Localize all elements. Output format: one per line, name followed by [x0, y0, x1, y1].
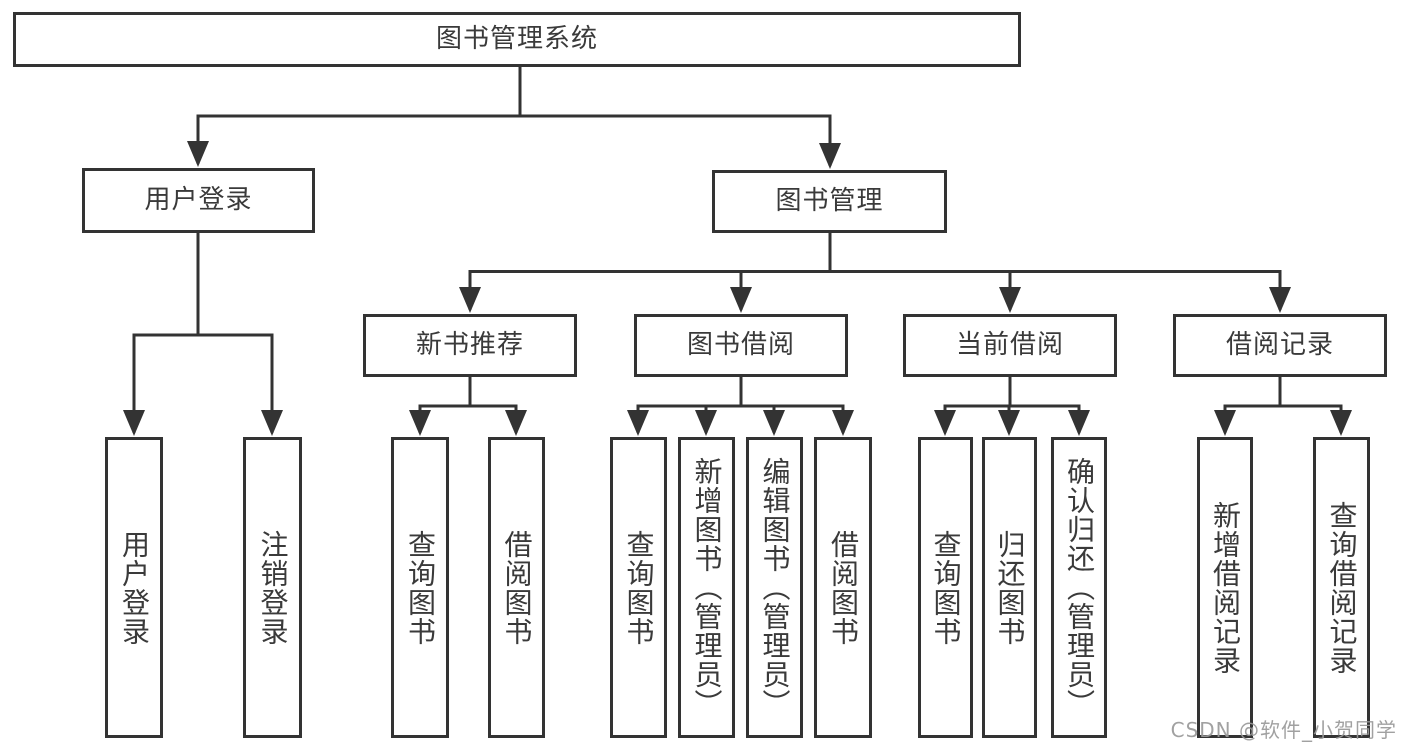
node-cb-confirm-return-admin: 确认归还（管理员） — [1051, 437, 1107, 738]
node-bb-add-book-admin: 新增图书（管理员） — [678, 437, 735, 738]
node-book-borrow: 图书借阅 — [634, 314, 848, 377]
node-bb-edit-book-admin: 编辑图书（管理员） — [746, 437, 803, 738]
csdn-watermark: CSDN @软件_小贺同学 — [1170, 718, 1397, 742]
node-user-login: 用户登录 — [82, 168, 315, 233]
node-borrow-record: 借阅记录 — [1173, 314, 1387, 377]
node-user-login-leaf: 用户登录 — [105, 437, 163, 738]
node-nb-borrow-book: 借阅图书 — [488, 437, 545, 738]
node-br-query-record: 查询借阅记录 — [1313, 437, 1370, 738]
node-bb-borrow-book: 借阅图书 — [814, 437, 872, 738]
node-br-add-record: 新增借阅记录 — [1197, 437, 1253, 738]
node-nb-query-book: 查询图书 — [391, 437, 449, 738]
node-cb-return-book: 归还图书 — [982, 437, 1037, 738]
node-new-book-recommend: 新书推荐 — [363, 314, 577, 377]
node-current-borrow: 当前借阅 — [903, 314, 1117, 377]
node-book-management: 图书管理 — [712, 170, 947, 233]
node-cb-query-book: 查询图书 — [918, 437, 973, 738]
node-bb-query-book: 查询图书 — [610, 437, 667, 738]
node-root-system: 图书管理系统 — [13, 12, 1021, 67]
node-logout-leaf: 注销登录 — [243, 437, 302, 738]
